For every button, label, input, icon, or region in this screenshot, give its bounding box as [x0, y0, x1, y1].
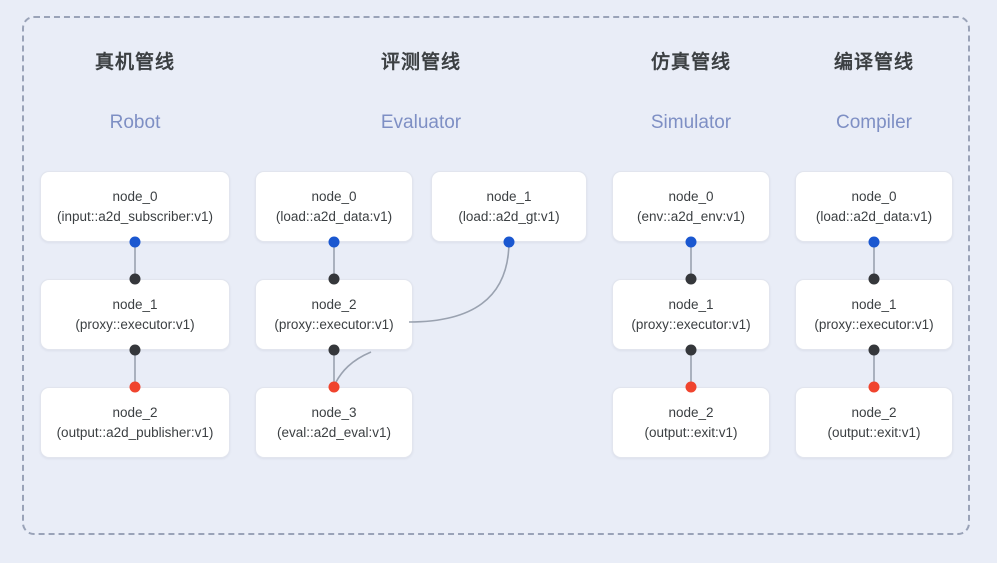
node-type: (load::a2d_gt:v1): [458, 208, 560, 224]
column-title-cn-compiler: 编译管线: [833, 52, 914, 73]
port-input-evaluator-eval[interactable]: [328, 381, 340, 393]
port-output-evaluator-gt[interactable]: [503, 236, 515, 248]
port-output-robot-0[interactable]: [129, 236, 141, 248]
node-type: (proxy::executor:v1): [631, 316, 751, 332]
column-compiler: 编译管线 Compiler: [795, 50, 953, 136]
node-name: node_2: [112, 404, 158, 420]
edge-evaluator-executor-to-eval: [333, 351, 372, 387]
column-robot: 真机管线 Robot: [40, 50, 230, 136]
column-evaluator: 评测管线 Evaluator: [255, 50, 587, 136]
node-type: (input::a2d_subscriber:v1): [56, 208, 214, 224]
port-input-robot-2[interactable]: [129, 381, 141, 393]
node-evaluator-executor[interactable]: node_2 (proxy::executor:v1): [255, 279, 413, 350]
node-evaluator-gt[interactable]: node_1 (load::a2d_gt:v1): [431, 171, 587, 242]
node-type: (load::a2d_data:v1): [815, 208, 933, 224]
node-name: node_2: [668, 404, 714, 420]
node-type: (eval::a2d_eval:v1): [276, 424, 392, 440]
node-compiler-2[interactable]: node_2 (output::exit:v1): [795, 387, 953, 458]
node-type: (env::a2d_env:v1): [636, 208, 746, 224]
port-input-simulator-2[interactable]: [685, 381, 697, 393]
column-simulator: 仿真管线 Simulator: [612, 50, 770, 136]
port-input-compiler-2[interactable]: [868, 381, 880, 393]
column-title-en-compiler: Compiler: [835, 112, 913, 133]
column-title-en-robot: Robot: [109, 112, 161, 133]
port-input-compiler-1[interactable]: [868, 273, 880, 285]
node-compiler-1[interactable]: node_1 (proxy::executor:v1): [795, 279, 953, 350]
node-simulator-0[interactable]: node_0 (env::a2d_env:v1): [612, 171, 770, 242]
node-name: node_0: [112, 188, 158, 204]
node-type: (load::a2d_data:v1): [275, 208, 393, 224]
node-type: (proxy::executor:v1): [274, 316, 394, 332]
column-title-en-evaluator: Evaluator: [380, 112, 462, 133]
node-evaluator-eval[interactable]: node_3 (eval::a2d_eval:v1): [255, 387, 413, 458]
port-output-evaluator-0[interactable]: [328, 236, 340, 248]
node-name: node_1: [486, 188, 532, 204]
node-name: node_1: [112, 296, 158, 312]
node-name: node_0: [668, 188, 714, 204]
node-type: (output::a2d_publisher:v1): [56, 424, 214, 440]
port-input-robot-1[interactable]: [129, 273, 141, 285]
column-title-en-simulator: Simulator: [650, 112, 732, 133]
node-type: (output::exit:v1): [827, 424, 921, 440]
port-output-compiler-0[interactable]: [868, 236, 880, 248]
column-title-cn-evaluator: 评测管线: [380, 52, 461, 73]
node-type: (proxy::executor:v1): [75, 316, 195, 332]
node-name: node_2: [311, 296, 357, 312]
node-name: node_0: [311, 188, 357, 204]
port-input-simulator-1[interactable]: [685, 273, 697, 285]
node-robot-0[interactable]: node_0 (input::a2d_subscriber:v1): [40, 171, 230, 242]
node-simulator-1[interactable]: node_1 (proxy::executor:v1): [612, 279, 770, 350]
node-robot-2[interactable]: node_2 (output::a2d_publisher:v1): [40, 387, 230, 458]
edge-evaluator-gt-to-executor: [408, 240, 510, 323]
column-title-cn-robot: 真机管线: [94, 52, 175, 73]
port-output-evaluator-executor[interactable]: [328, 344, 340, 356]
node-name: node_1: [851, 296, 897, 312]
node-evaluator-0[interactable]: node_0 (load::a2d_data:v1): [255, 171, 413, 242]
node-robot-1[interactable]: node_1 (proxy::executor:v1): [40, 279, 230, 350]
node-name: node_1: [668, 296, 714, 312]
node-simulator-2[interactable]: node_2 (output::exit:v1): [612, 387, 770, 458]
column-title-cn-simulator: 仿真管线: [650, 52, 731, 73]
port-output-simulator-0[interactable]: [685, 236, 697, 248]
port-output-robot-1[interactable]: [129, 344, 141, 356]
node-name: node_2: [851, 404, 897, 420]
node-type: (output::exit:v1): [644, 424, 738, 440]
port-output-compiler-1[interactable]: [868, 344, 880, 356]
node-type: (proxy::executor:v1): [814, 316, 934, 332]
node-compiler-0[interactable]: node_0 (load::a2d_data:v1): [795, 171, 953, 242]
port-output-simulator-1[interactable]: [685, 344, 697, 356]
port-input-evaluator-executor[interactable]: [328, 273, 340, 285]
node-name: node_3: [311, 404, 357, 420]
node-name: node_0: [851, 188, 897, 204]
